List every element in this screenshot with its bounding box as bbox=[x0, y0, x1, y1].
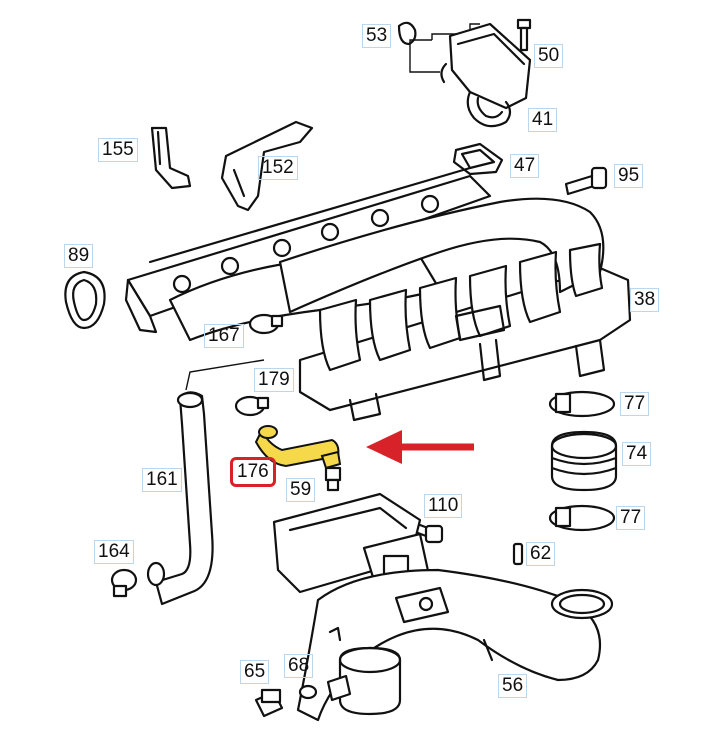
part-155-bracket bbox=[150, 126, 192, 190]
callout-59: 59 bbox=[286, 478, 316, 502]
part-176-nozzle bbox=[320, 450, 342, 470]
callout-155: 155 bbox=[98, 138, 138, 162]
callout-152: 152 bbox=[258, 156, 298, 180]
callout-161: 161 bbox=[142, 468, 182, 492]
callout-74: 74 bbox=[622, 442, 652, 466]
part-95-bolt bbox=[564, 166, 608, 196]
callout-176-highlighted: 176 bbox=[230, 457, 276, 487]
leader-179 bbox=[185, 359, 265, 391]
callout-110: 110 bbox=[424, 494, 463, 518]
callout-77-bottom: 77 bbox=[616, 506, 646, 530]
part-65-plug bbox=[254, 688, 284, 718]
part-50-bolt bbox=[516, 18, 532, 52]
callout-167: 167 bbox=[204, 324, 244, 348]
part-62-pin bbox=[512, 542, 524, 566]
callout-47: 47 bbox=[510, 154, 540, 178]
part-38-intake-manifold bbox=[124, 166, 632, 422]
callout-68: 68 bbox=[284, 654, 314, 678]
part-53-cap bbox=[397, 21, 417, 46]
part-59-fitting bbox=[324, 466, 342, 492]
part-41-breather-housing bbox=[440, 22, 532, 128]
callout-65: 65 bbox=[240, 660, 270, 684]
part-56-lower-intake bbox=[272, 492, 614, 722]
highlight-pointer-arrow bbox=[366, 430, 474, 464]
part-164-clamp bbox=[110, 568, 138, 598]
part-47-gasket bbox=[452, 142, 504, 176]
part-68-washer bbox=[298, 684, 318, 700]
part-167-clamp bbox=[248, 313, 284, 335]
callout-41: 41 bbox=[528, 108, 558, 132]
part-152-bracket bbox=[220, 120, 314, 212]
callout-38: 38 bbox=[630, 288, 660, 312]
part-179-clamp bbox=[234, 395, 270, 417]
callout-95: 95 bbox=[614, 164, 644, 188]
part-77-clamp-bottom bbox=[548, 504, 616, 532]
callout-77-top: 77 bbox=[620, 392, 650, 416]
part-161-hose bbox=[146, 391, 214, 606]
callout-50: 50 bbox=[534, 44, 564, 68]
callout-62: 62 bbox=[526, 542, 556, 566]
callout-53: 53 bbox=[362, 24, 392, 48]
callout-164: 164 bbox=[94, 540, 134, 564]
callout-179: 179 bbox=[254, 368, 294, 392]
callout-89: 89 bbox=[64, 244, 94, 268]
part-77-clamp-top bbox=[548, 390, 616, 418]
callout-56: 56 bbox=[498, 674, 528, 698]
part-74-sleeve bbox=[550, 430, 618, 492]
